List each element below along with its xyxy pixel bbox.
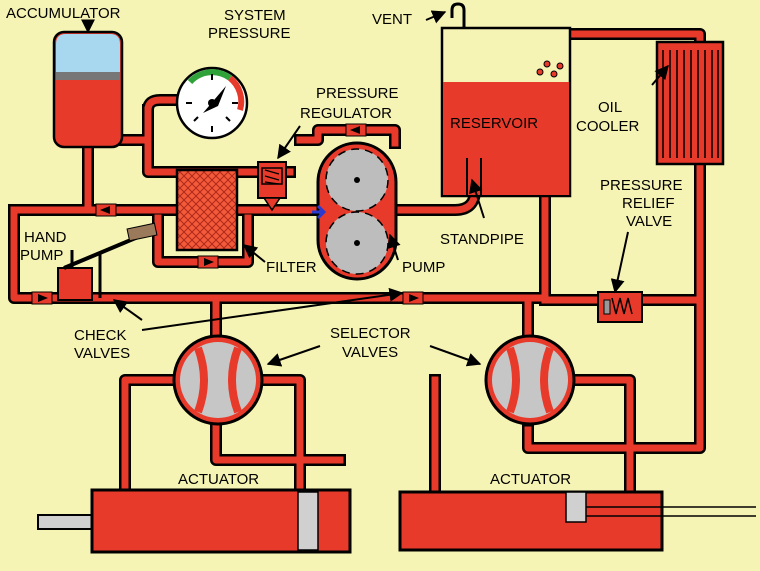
label-accumulator: ACCUMULATOR bbox=[6, 5, 121, 22]
pressure-regulator bbox=[257, 161, 287, 212]
pressure-relief-valve bbox=[597, 291, 643, 323]
accumulator bbox=[52, 30, 124, 149]
check-valve-icon bbox=[31, 291, 53, 305]
oil-cooler bbox=[655, 40, 725, 166]
label-pressure-regulator-2: REGULATOR bbox=[300, 105, 392, 122]
label-selector-valves-1: SELECTOR bbox=[330, 325, 411, 342]
gauge-icon bbox=[175, 66, 249, 140]
label-hand-pump-2: PUMP bbox=[20, 247, 63, 264]
actuator-right bbox=[398, 490, 756, 552]
spring-icon bbox=[611, 297, 633, 315]
label-oil-cooler-2: COOLER bbox=[576, 118, 640, 135]
check-valve-icon bbox=[402, 291, 424, 305]
selector-valve-right bbox=[484, 334, 576, 426]
label-system-pressure-1: SYSTEM bbox=[224, 7, 286, 24]
check-valve-icon bbox=[197, 255, 219, 269]
check-valves bbox=[31, 123, 424, 305]
label-pressure-relief-3: VALVE bbox=[626, 213, 672, 230]
label-oil-cooler-1: OIL bbox=[598, 99, 622, 116]
filter bbox=[175, 168, 239, 252]
label-pressure-relief-1: PRESSURE bbox=[600, 177, 683, 194]
label-pump: PUMP bbox=[402, 259, 445, 276]
leader-arrows bbox=[81, 10, 669, 367]
label-selector-valves-2: VALVES bbox=[342, 344, 398, 361]
label-vent: VENT bbox=[372, 11, 412, 28]
labels: ACCUMULATOR SYSTEM PRESSURE VENT PRESSUR… bbox=[6, 5, 683, 488]
label-check-valves-2: VALVES bbox=[74, 345, 130, 362]
label-filter: FILTER bbox=[266, 259, 317, 276]
pump bbox=[312, 141, 398, 281]
check-valve-icon bbox=[345, 123, 367, 137]
label-actuator-left: ACTUATOR bbox=[178, 471, 259, 488]
reservoir bbox=[440, 2, 572, 198]
gear-icon bbox=[325, 211, 389, 275]
label-actuator-right: ACTUATOR bbox=[490, 471, 571, 488]
label-reservoir: RESERVOIR bbox=[450, 115, 538, 132]
pipes bbox=[8, 28, 706, 511]
label-standpipe: STANDPIPE bbox=[440, 231, 524, 248]
selector-valve-left bbox=[172, 334, 264, 426]
gear-icon bbox=[325, 148, 389, 212]
hand-pump bbox=[57, 222, 158, 301]
label-pressure-regulator-1: PRESSURE bbox=[316, 85, 399, 102]
label-hand-pump-1: HAND bbox=[24, 229, 67, 246]
label-pressure-relief-2: RELIEF bbox=[622, 195, 675, 212]
actuator-left bbox=[37, 488, 352, 554]
label-check-valves-1: CHECK bbox=[74, 327, 127, 344]
label-system-pressure-2: PRESSURE bbox=[208, 25, 291, 42]
check-valve-icon bbox=[95, 203, 117, 217]
